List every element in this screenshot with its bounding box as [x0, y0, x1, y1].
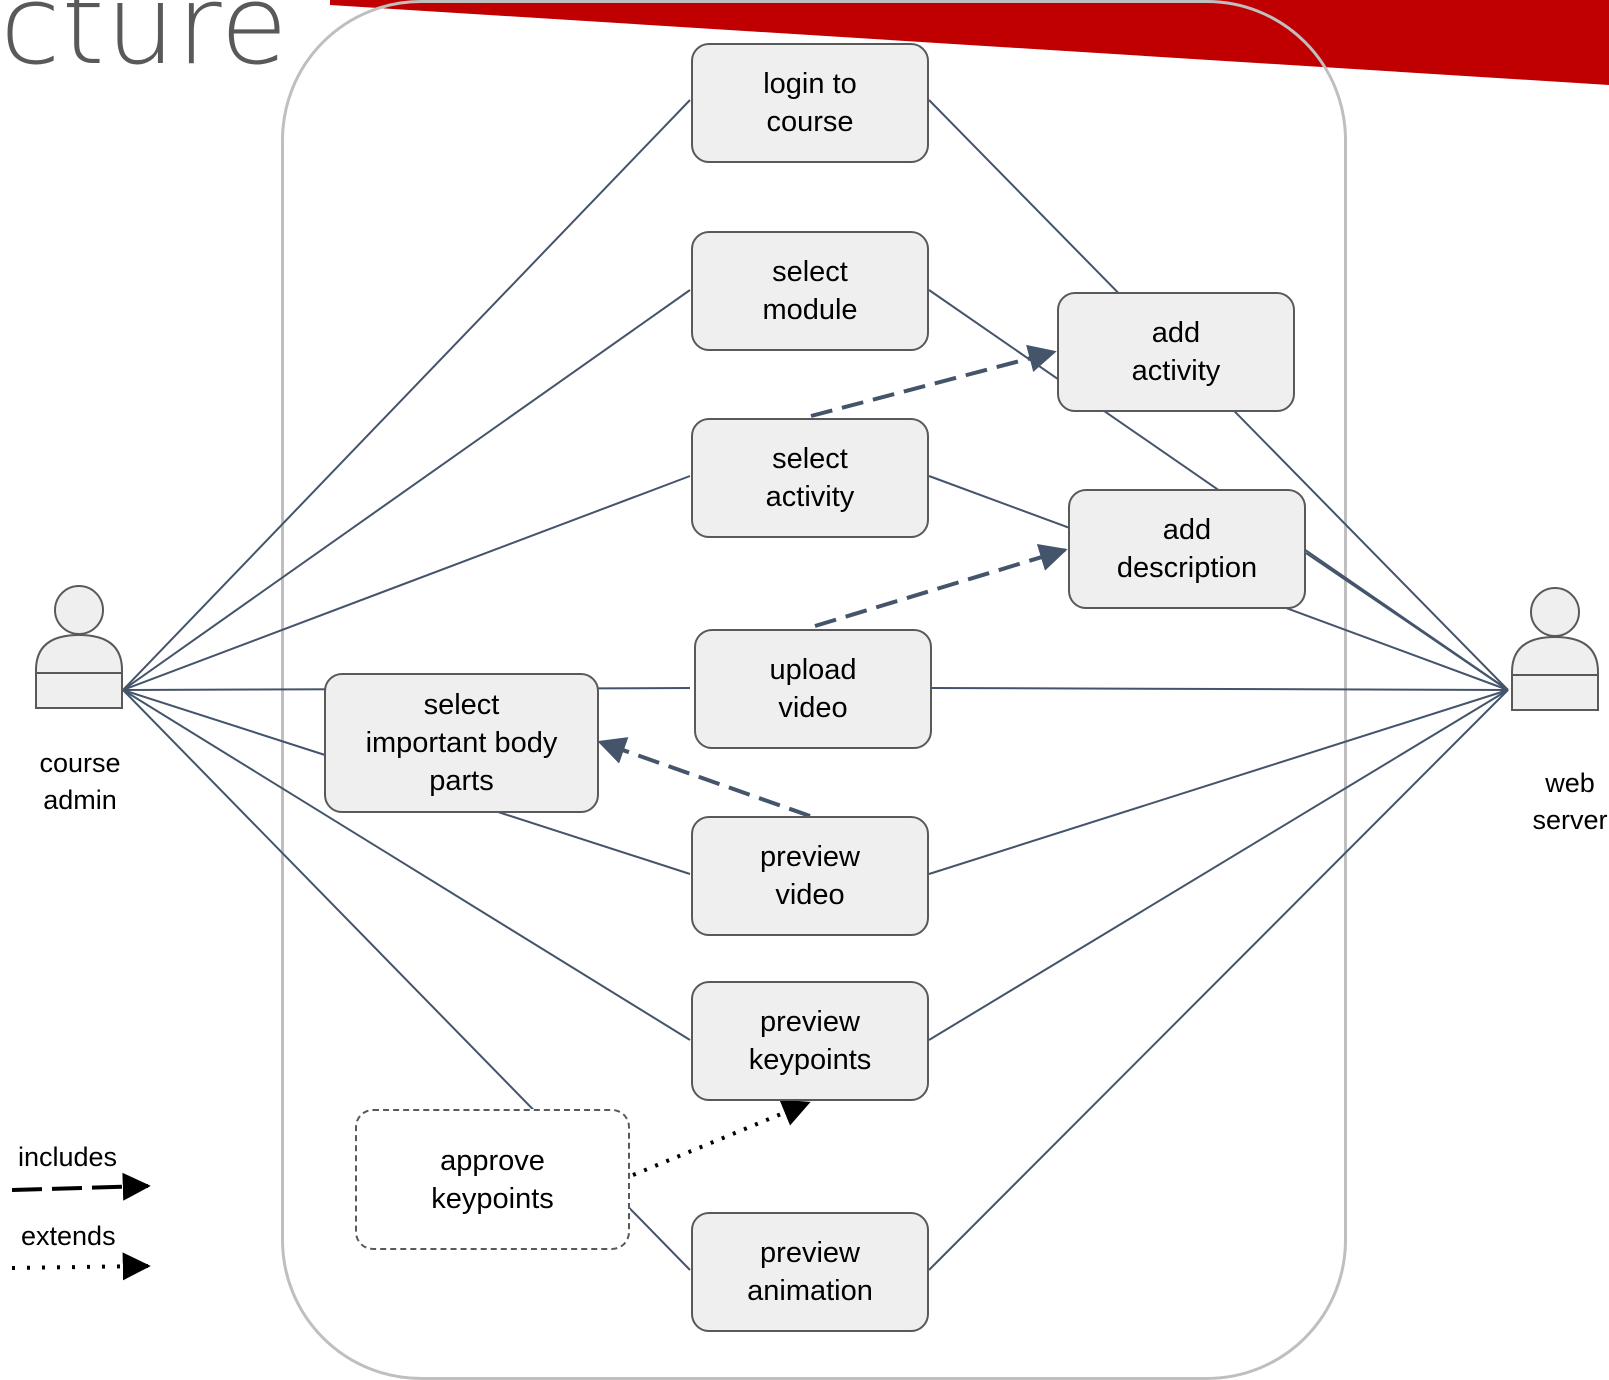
legend-includes-label: includes: [18, 1142, 118, 1172]
use-case-label: preview video: [760, 841, 860, 911]
use-case-add-activity: add activity: [1057, 292, 1295, 412]
use-case-select-important-body-parts: select important body parts: [324, 673, 599, 813]
use-case-preview-animation: preview animation: [691, 1212, 929, 1332]
use-case-select-module: select module: [691, 231, 929, 351]
use-case-label: approve keypoints: [431, 1144, 554, 1215]
course-admin-person-icon: [35, 585, 123, 709]
legend-includes-arrow: [11, 1172, 151, 1201]
slide-title-fragment: cture: [0, 0, 289, 89]
include-arrow-activity: [810, 344, 1057, 418]
use-case-label: select important body parts: [365, 689, 558, 797]
use-case-login-to-course: login to course: [691, 43, 929, 163]
web-server-person-icon: [1511, 587, 1599, 711]
use-case-label: preview keypoints: [748, 1006, 872, 1076]
use-case-preview-video: preview video: [691, 816, 929, 936]
legend-extends-label: extends: [21, 1221, 116, 1251]
use-case-label: select activity: [765, 443, 855, 513]
use-case-label: preview animation: [747, 1237, 873, 1307]
use-case-label: add activity: [1131, 317, 1221, 387]
extend-arrow-keypoints: [632, 1099, 811, 1177]
use-case-label: upload video: [769, 654, 857, 724]
include-arrow-description: [814, 543, 1068, 628]
use-case-select-activity: select activity: [691, 418, 929, 538]
use-case-label: add description: [1116, 514, 1258, 584]
web-server-label: web server: [1532, 768, 1608, 835]
course-admin-label: course admin: [39, 748, 121, 815]
use-case-preview-keypoints: preview keypoints: [691, 981, 929, 1101]
legend-extends-arrow: [11, 1252, 151, 1281]
use-case-approve-keypoints: approve keypoints: [355, 1109, 630, 1250]
use-case-label: select module: [762, 256, 858, 326]
use-case-upload-video: upload video: [694, 629, 932, 749]
use-case-add-description: add description: [1068, 489, 1306, 609]
include-arrow-body-parts: [597, 737, 811, 818]
use-case-label: login to course: [763, 68, 857, 138]
